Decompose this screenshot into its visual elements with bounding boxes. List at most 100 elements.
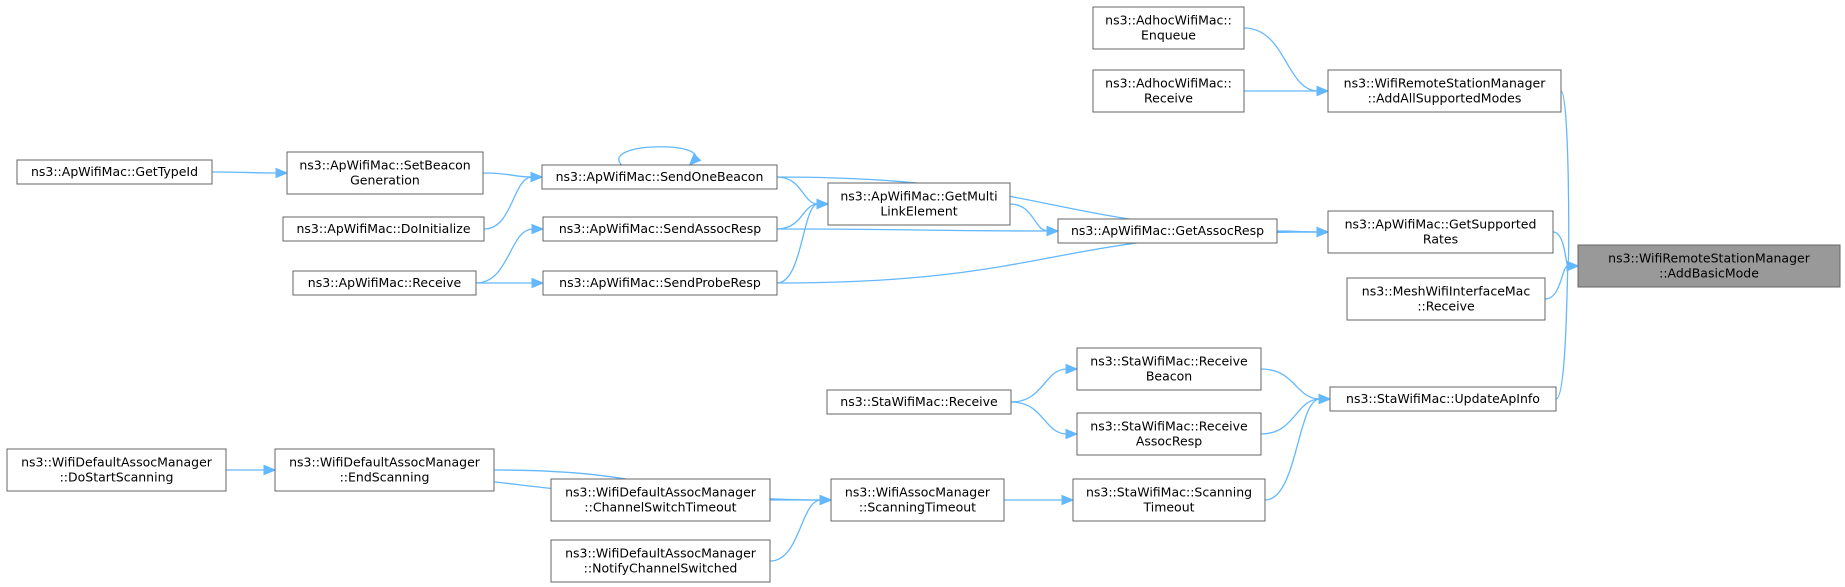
edge-arrowhead: [1061, 494, 1075, 506]
edge-line: [1555, 265, 1569, 400]
node-n15[interactable]: ns3::StaWifiMac::UpdateApInfo: [1329, 386, 1557, 412]
node-n13[interactable]: ns3::ApWifiMac::Receive: [292, 270, 477, 296]
edge-arrowhead: [688, 153, 702, 166]
node-label: ::Receive: [1417, 299, 1475, 314]
node-box[interactable]: [282, 216, 485, 242]
edge-line: [482, 172, 533, 178]
node-label: ns3::ApWifiMac::SendOneBeacon: [556, 169, 764, 184]
edge-arrowhead: [531, 223, 545, 235]
edge-n12-to-n10: [776, 198, 830, 284]
edge-line: [1243, 27, 1319, 92]
edge-arrowhead: [1318, 393, 1332, 405]
node-n9[interactable]: ns3::ApWifiMac::GetAssocResp: [1057, 218, 1278, 244]
node-box[interactable]: [1327, 210, 1554, 254]
node-box[interactable]: [1076, 412, 1262, 456]
node-box[interactable]: [1092, 6, 1245, 50]
edge-line: [1260, 398, 1321, 435]
node-box[interactable]: [1577, 244, 1841, 288]
edge-arrowhead: [819, 494, 833, 506]
node-n0[interactable]: ns3::WifiRemoteStationManager::AddBasicM…: [1577, 244, 1841, 288]
node-box[interactable]: [6, 448, 227, 492]
node-box[interactable]: [1327, 69, 1562, 113]
node-box[interactable]: [827, 182, 1011, 226]
nodes: ns3::WifiRemoteStationManager::AddBasicM…: [6, 6, 1841, 583]
node-label: ::ScanningTimeout: [859, 500, 976, 515]
edge-line: [1010, 401, 1068, 435]
edge-n7-to-n6: [211, 167, 289, 179]
node-n11[interactable]: ns3::ApWifiMac::SendAssocResp: [542, 216, 778, 242]
node-n1[interactable]: ns3::WifiRemoteStationManager::AddAllSup…: [1327, 69, 1562, 113]
node-box[interactable]: [550, 478, 771, 522]
node-label: ns3::StaWifiMac::Receive: [840, 394, 998, 409]
edge-line: [1544, 265, 1569, 300]
node-n24[interactable]: ns3::WifiDefaultAssocManager::NotifyChan…: [550, 539, 771, 583]
node-label: ns3::AdhocWifiMac::: [1105, 76, 1232, 91]
node-label: ns3::ApWifiMac::SetBeacon: [299, 158, 470, 173]
node-box[interactable]: [1346, 277, 1546, 321]
node-label: LinkElement: [880, 204, 957, 219]
node-label: ns3::WifiDefaultAssocManager: [565, 546, 757, 561]
edge-arrowhead: [263, 464, 277, 476]
edge-line: [1560, 90, 1570, 267]
node-n2[interactable]: ns3::AdhocWifiMac::Enqueue: [1092, 6, 1245, 50]
node-label: ns3::WifiAssocManager: [845, 485, 991, 500]
edge-line: [776, 228, 1049, 232]
node-label: ::AddBasicMode: [1659, 266, 1759, 281]
node-n17[interactable]: ns3::StaWifiMac::Receive: [826, 389, 1012, 415]
node-label: ::NotifyChannelSwitched: [584, 561, 738, 576]
node-box[interactable]: [1076, 347, 1262, 391]
edge-line: [618, 146, 696, 166]
node-box[interactable]: [1329, 386, 1557, 412]
node-box[interactable]: [274, 448, 495, 492]
node-n20[interactable]: ns3::WifiAssocManager::ScanningTimeout: [830, 478, 1005, 522]
node-box[interactable]: [550, 539, 771, 583]
edge-n13-to-n11: [475, 223, 545, 284]
node-box[interactable]: [1057, 218, 1278, 244]
node-box[interactable]: [1092, 69, 1245, 113]
node-label: Beacon: [1146, 369, 1192, 384]
node-box[interactable]: [292, 270, 477, 296]
edge-n19-to-n15: [1264, 393, 1332, 501]
node-n5[interactable]: ns3::ApWifiMac::SendOneBeacon: [541, 164, 778, 190]
node-box[interactable]: [830, 478, 1005, 522]
edge-n17-to-n18: [1010, 401, 1079, 440]
node-n19[interactable]: ns3::StaWifiMac::ScanningTimeout: [1072, 478, 1266, 522]
node-label: ns3::AdhocWifiMac::: [1105, 13, 1232, 28]
node-label: ns3::StaWifiMac::Receive: [1090, 354, 1248, 369]
edge-line: [475, 228, 534, 284]
node-box[interactable]: [542, 270, 778, 296]
node-label: ns3::ApWifiMac::GetMulti: [840, 189, 997, 204]
node-label: ns3::StaWifiMac::Scanning: [1086, 485, 1252, 500]
node-n3[interactable]: ns3::AdhocWifiMac::Receive: [1092, 69, 1245, 113]
node-box[interactable]: [1072, 478, 1266, 522]
node-label: ns3::ApWifiMac::DoInitialize: [296, 221, 470, 236]
node-box[interactable]: [541, 164, 778, 190]
edge-n11-to-n9: [776, 225, 1060, 237]
node-label: ::ChannelSwitchTimeout: [584, 500, 736, 515]
edge-n15-to-n0: [1555, 260, 1580, 400]
node-box[interactable]: [826, 389, 1012, 415]
node-label: Receive: [1144, 91, 1193, 106]
edge-line: [769, 499, 822, 562]
node-n14[interactable]: ns3::MeshWifiInterfaceMac::Receive: [1346, 277, 1546, 321]
node-n22[interactable]: ns3::WifiDefaultAssocManager::DoStartSca…: [6, 448, 227, 492]
edge-n2-to-n1: [1243, 27, 1330, 97]
node-label: ns3::MeshWifiInterfaceMac: [1362, 284, 1531, 299]
node-box[interactable]: [286, 151, 484, 195]
node-box[interactable]: [542, 216, 778, 242]
edge-n3-to-n1: [1244, 85, 1330, 97]
node-n21[interactable]: ns3::WifiDefaultAssocManager::EndScannin…: [274, 448, 495, 492]
node-n23[interactable]: ns3::WifiDefaultAssocManager::ChannelSwi…: [550, 478, 771, 522]
node-label: ns3::ApWifiMac::GetTypeId: [31, 164, 198, 179]
node-n12[interactable]: ns3::ApWifiMac::SendProbeResp: [542, 270, 778, 296]
node-n7[interactable]: ns3::ApWifiMac::GetTypeId: [16, 159, 213, 185]
edge-n24-to-n20: [769, 494, 833, 562]
node-n8[interactable]: ns3::ApWifiMac::DoInitialize: [282, 216, 485, 242]
node-label: ns3::WifiRemoteStationManager: [1608, 251, 1811, 266]
node-box[interactable]: [16, 159, 213, 185]
